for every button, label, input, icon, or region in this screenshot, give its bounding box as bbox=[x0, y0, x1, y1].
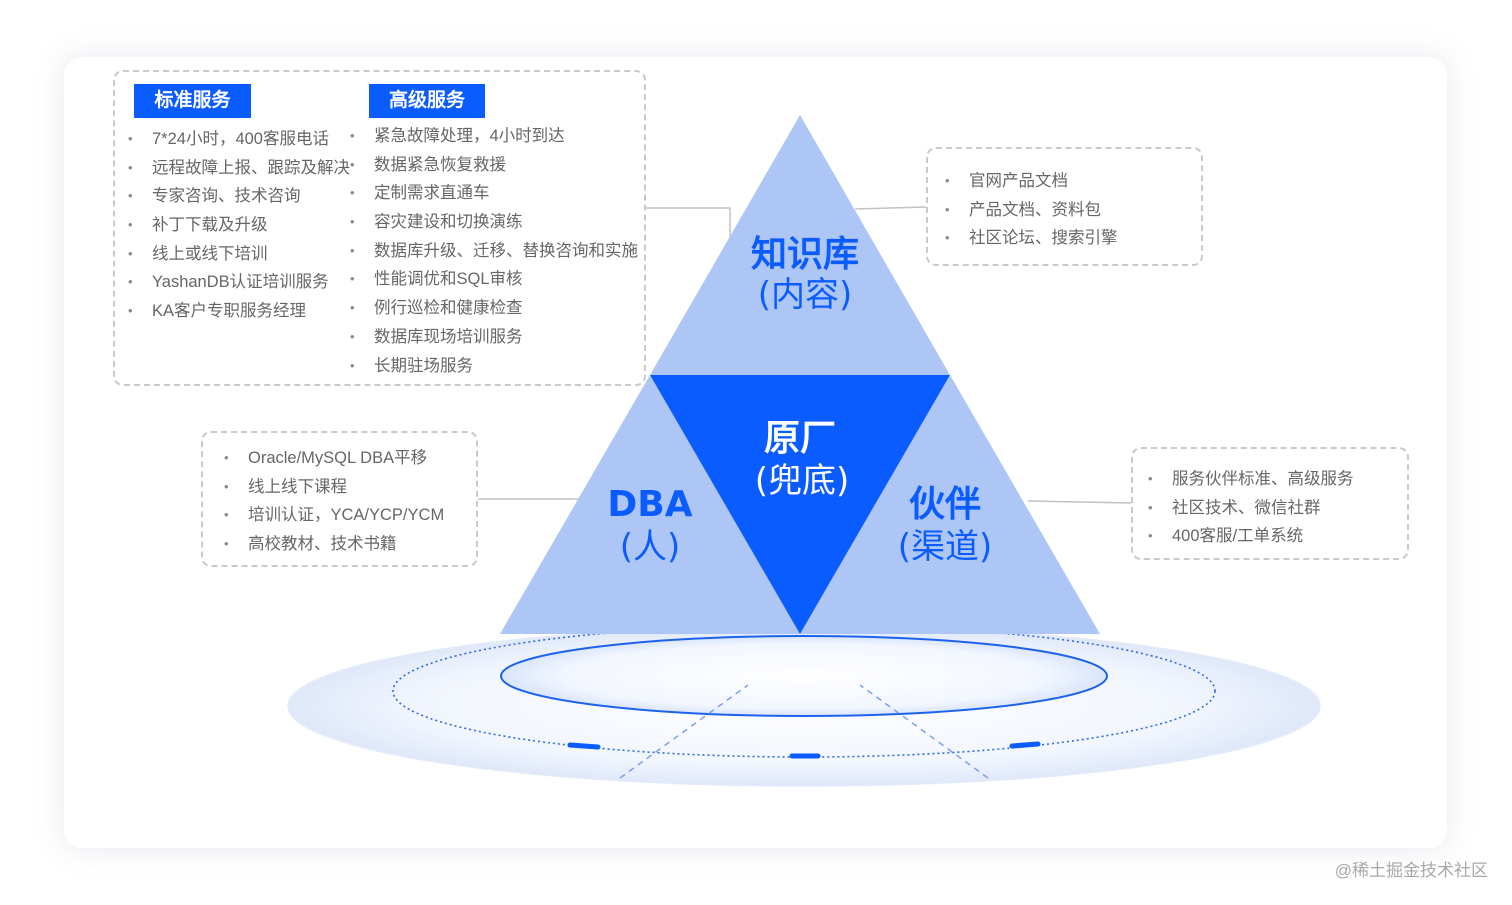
connector-partner-box bbox=[1027, 500, 1133, 504]
dba-sublabel: (人) bbox=[620, 527, 681, 567]
list-item: 产品文档、资料包 bbox=[945, 196, 1118, 225]
list-item: 高校教材、技术书籍 bbox=[224, 530, 444, 559]
platform-inner-ring bbox=[500, 635, 1108, 717]
knowledge-list: 官网产品文档 产品文档、资料包 社区论坛、搜索引擎 bbox=[945, 167, 1118, 253]
list-item: 社区论坛、搜索引擎 bbox=[945, 224, 1118, 253]
platform-beam-left bbox=[619, 684, 749, 779]
list-item: Oracle/MySQL DBA平移 bbox=[224, 444, 444, 473]
partner-label: 伙伴 bbox=[909, 484, 981, 525]
list-item: KA客户专职服务经理 bbox=[128, 297, 350, 326]
dba-list: Oracle/MySQL DBA平移 线上线下课程 培训认证，YCA/YCP/Y… bbox=[224, 444, 444, 559]
list-item: 线上或线下培训 bbox=[128, 240, 350, 269]
platform-marker-left bbox=[567, 742, 601, 750]
list-item: 400客服/工单系统 bbox=[1148, 522, 1354, 551]
advanced-service-tag: 高级服务 bbox=[369, 84, 485, 118]
list-item: 长期驻场服务 bbox=[350, 352, 638, 381]
list-item: 补丁下载及升级 bbox=[128, 211, 350, 240]
partner-sublabel: (渠道) bbox=[898, 527, 993, 567]
dba-label: DBA bbox=[607, 484, 692, 525]
center-label: 原厂 bbox=[764, 418, 836, 459]
center-triangle bbox=[650, 375, 950, 634]
list-item: 定制需求直通车 bbox=[350, 179, 638, 208]
knowledge-triangle bbox=[650, 115, 950, 375]
standard-service-list: 7*24小时，400客服电话 远程故障上报、跟踪及解决 专家咨询、技术咨询 补丁… bbox=[128, 125, 350, 326]
knowledge-sublabel: (内容) bbox=[758, 275, 853, 315]
dba-triangle bbox=[500, 375, 800, 634]
list-item: 专家咨询、技术咨询 bbox=[128, 182, 350, 211]
list-item: 性能调优和SQL审核 bbox=[350, 265, 638, 294]
platform-marker-right bbox=[1009, 741, 1041, 749]
connector-knowledge-box bbox=[854, 206, 928, 210]
list-item: 远程故障上报、跟踪及解决 bbox=[128, 154, 350, 183]
list-item: 7*24小时，400客服电话 bbox=[128, 125, 350, 154]
list-item: 培训认证，YCA/YCP/YCM bbox=[224, 501, 444, 530]
list-item: 数据紧急恢复救援 bbox=[350, 151, 638, 180]
list-item: 官网产品文档 bbox=[945, 167, 1118, 196]
list-item: 数据库现场培训服务 bbox=[350, 323, 638, 352]
partner-triangle bbox=[800, 375, 1100, 634]
list-item: YashanDB认证培训服务 bbox=[128, 268, 350, 297]
advanced-service-list: 紧急故障处理，4小时到达 数据紧急恢复救援 定制需求直通车 容灾建设和切换演练 … bbox=[350, 122, 638, 380]
partner-list: 服务伙伴标准、高级服务 社区技术、微信社群 400客服/工单系统 bbox=[1148, 465, 1354, 551]
standard-service-tag: 标准服务 bbox=[134, 84, 251, 118]
list-item: 线上线下课程 bbox=[224, 473, 444, 502]
list-item: 服务伙伴标准、高级服务 bbox=[1148, 465, 1354, 494]
knowledge-label: 知识库 bbox=[751, 234, 859, 275]
list-item: 容灾建设和切换演练 bbox=[350, 208, 638, 237]
list-item: 紧急故障处理，4小时到达 bbox=[350, 122, 638, 151]
list-item: 社区技术、微信社群 bbox=[1148, 494, 1354, 523]
center-sublabel: (兜底) bbox=[755, 461, 850, 501]
watermark: @稀土掘金技术社区 bbox=[1334, 861, 1488, 880]
platform-beam-right bbox=[859, 684, 989, 779]
list-item: 数据库升级、迁移、替换咨询和实施 bbox=[350, 237, 638, 266]
list-item: 例行巡检和健康检查 bbox=[350, 294, 638, 323]
